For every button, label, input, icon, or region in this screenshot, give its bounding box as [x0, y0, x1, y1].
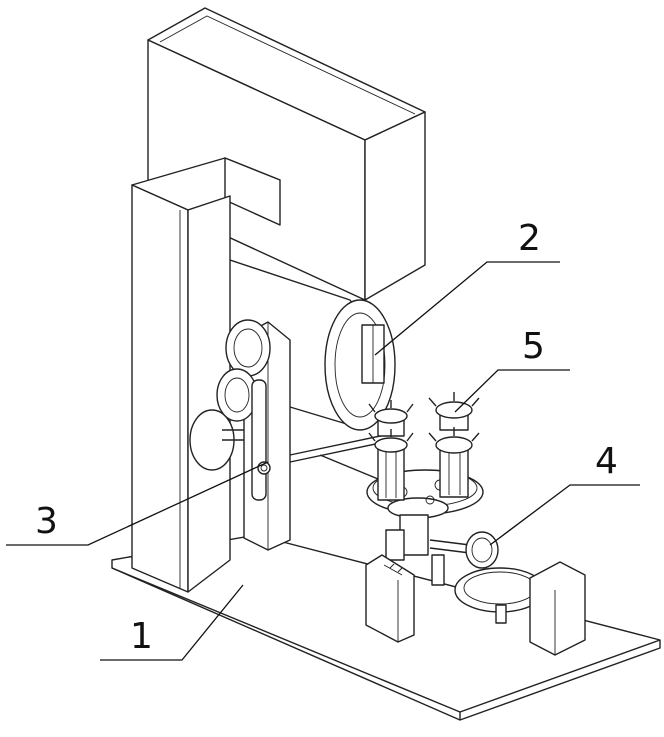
- callout-5: 5: [522, 326, 545, 367]
- callout-2: 2: [518, 218, 541, 259]
- callout-3: 3: [35, 501, 58, 542]
- lower-motor-box: [366, 555, 414, 642]
- callout-1: 1: [130, 616, 153, 657]
- gripper-rear-right: [429, 392, 479, 430]
- callout-4: 4: [595, 441, 618, 482]
